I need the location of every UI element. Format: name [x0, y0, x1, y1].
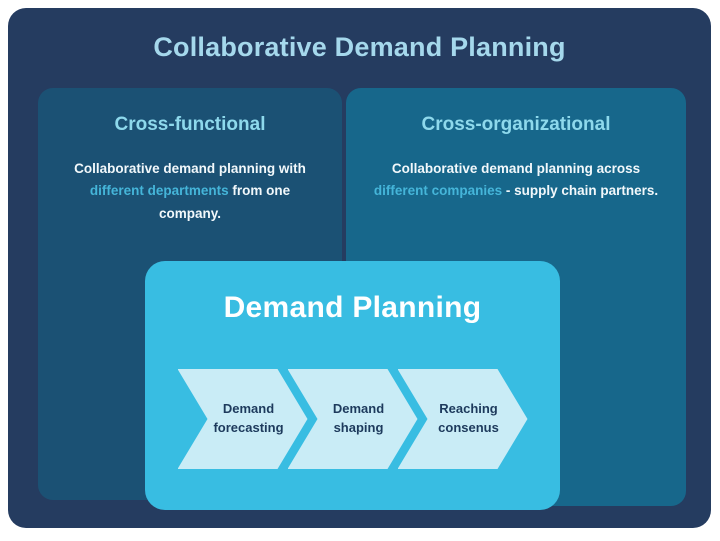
body-highlight: different companies — [373, 183, 503, 199]
step-label: Reaching consenus — [438, 401, 499, 435]
demand-planning-title: Demand Planning — [223, 291, 482, 324]
body-text: - supply chain partners. — [502, 183, 659, 199]
page-title: Collaborative Demand Planning — [153, 32, 566, 62]
chevron-step-demand-forecasting: Demand forecasting — [177, 369, 308, 469]
chevron-step-reaching-consenus: Reaching consenus — [397, 369, 528, 469]
process-steps: Demand forecasting Demand shaping Reachi… — [145, 369, 560, 469]
panel-body: Collaborative demand planning with diffe… — [64, 158, 316, 225]
body-text: Collaborative demand planning with — [74, 161, 306, 176]
body-highlight: different departments — [89, 183, 229, 199]
demand-planning-box: Demand Planning Demand forecasting Deman… — [145, 261, 560, 510]
body-text: Collaborative demand planning across — [391, 161, 641, 176]
panel-heading: Cross-functional — [114, 114, 266, 135]
step-label: Demand forecasting — [213, 401, 284, 435]
panel-heading: Cross-organizational — [421, 114, 611, 135]
step-label: Demand shaping — [332, 401, 385, 435]
panel-body: Collaborative demand planning across dif… — [372, 158, 660, 203]
body-text: from one company. — [158, 183, 291, 221]
main-card: Collaborative Demand Planning Cross-func… — [8, 8, 711, 528]
